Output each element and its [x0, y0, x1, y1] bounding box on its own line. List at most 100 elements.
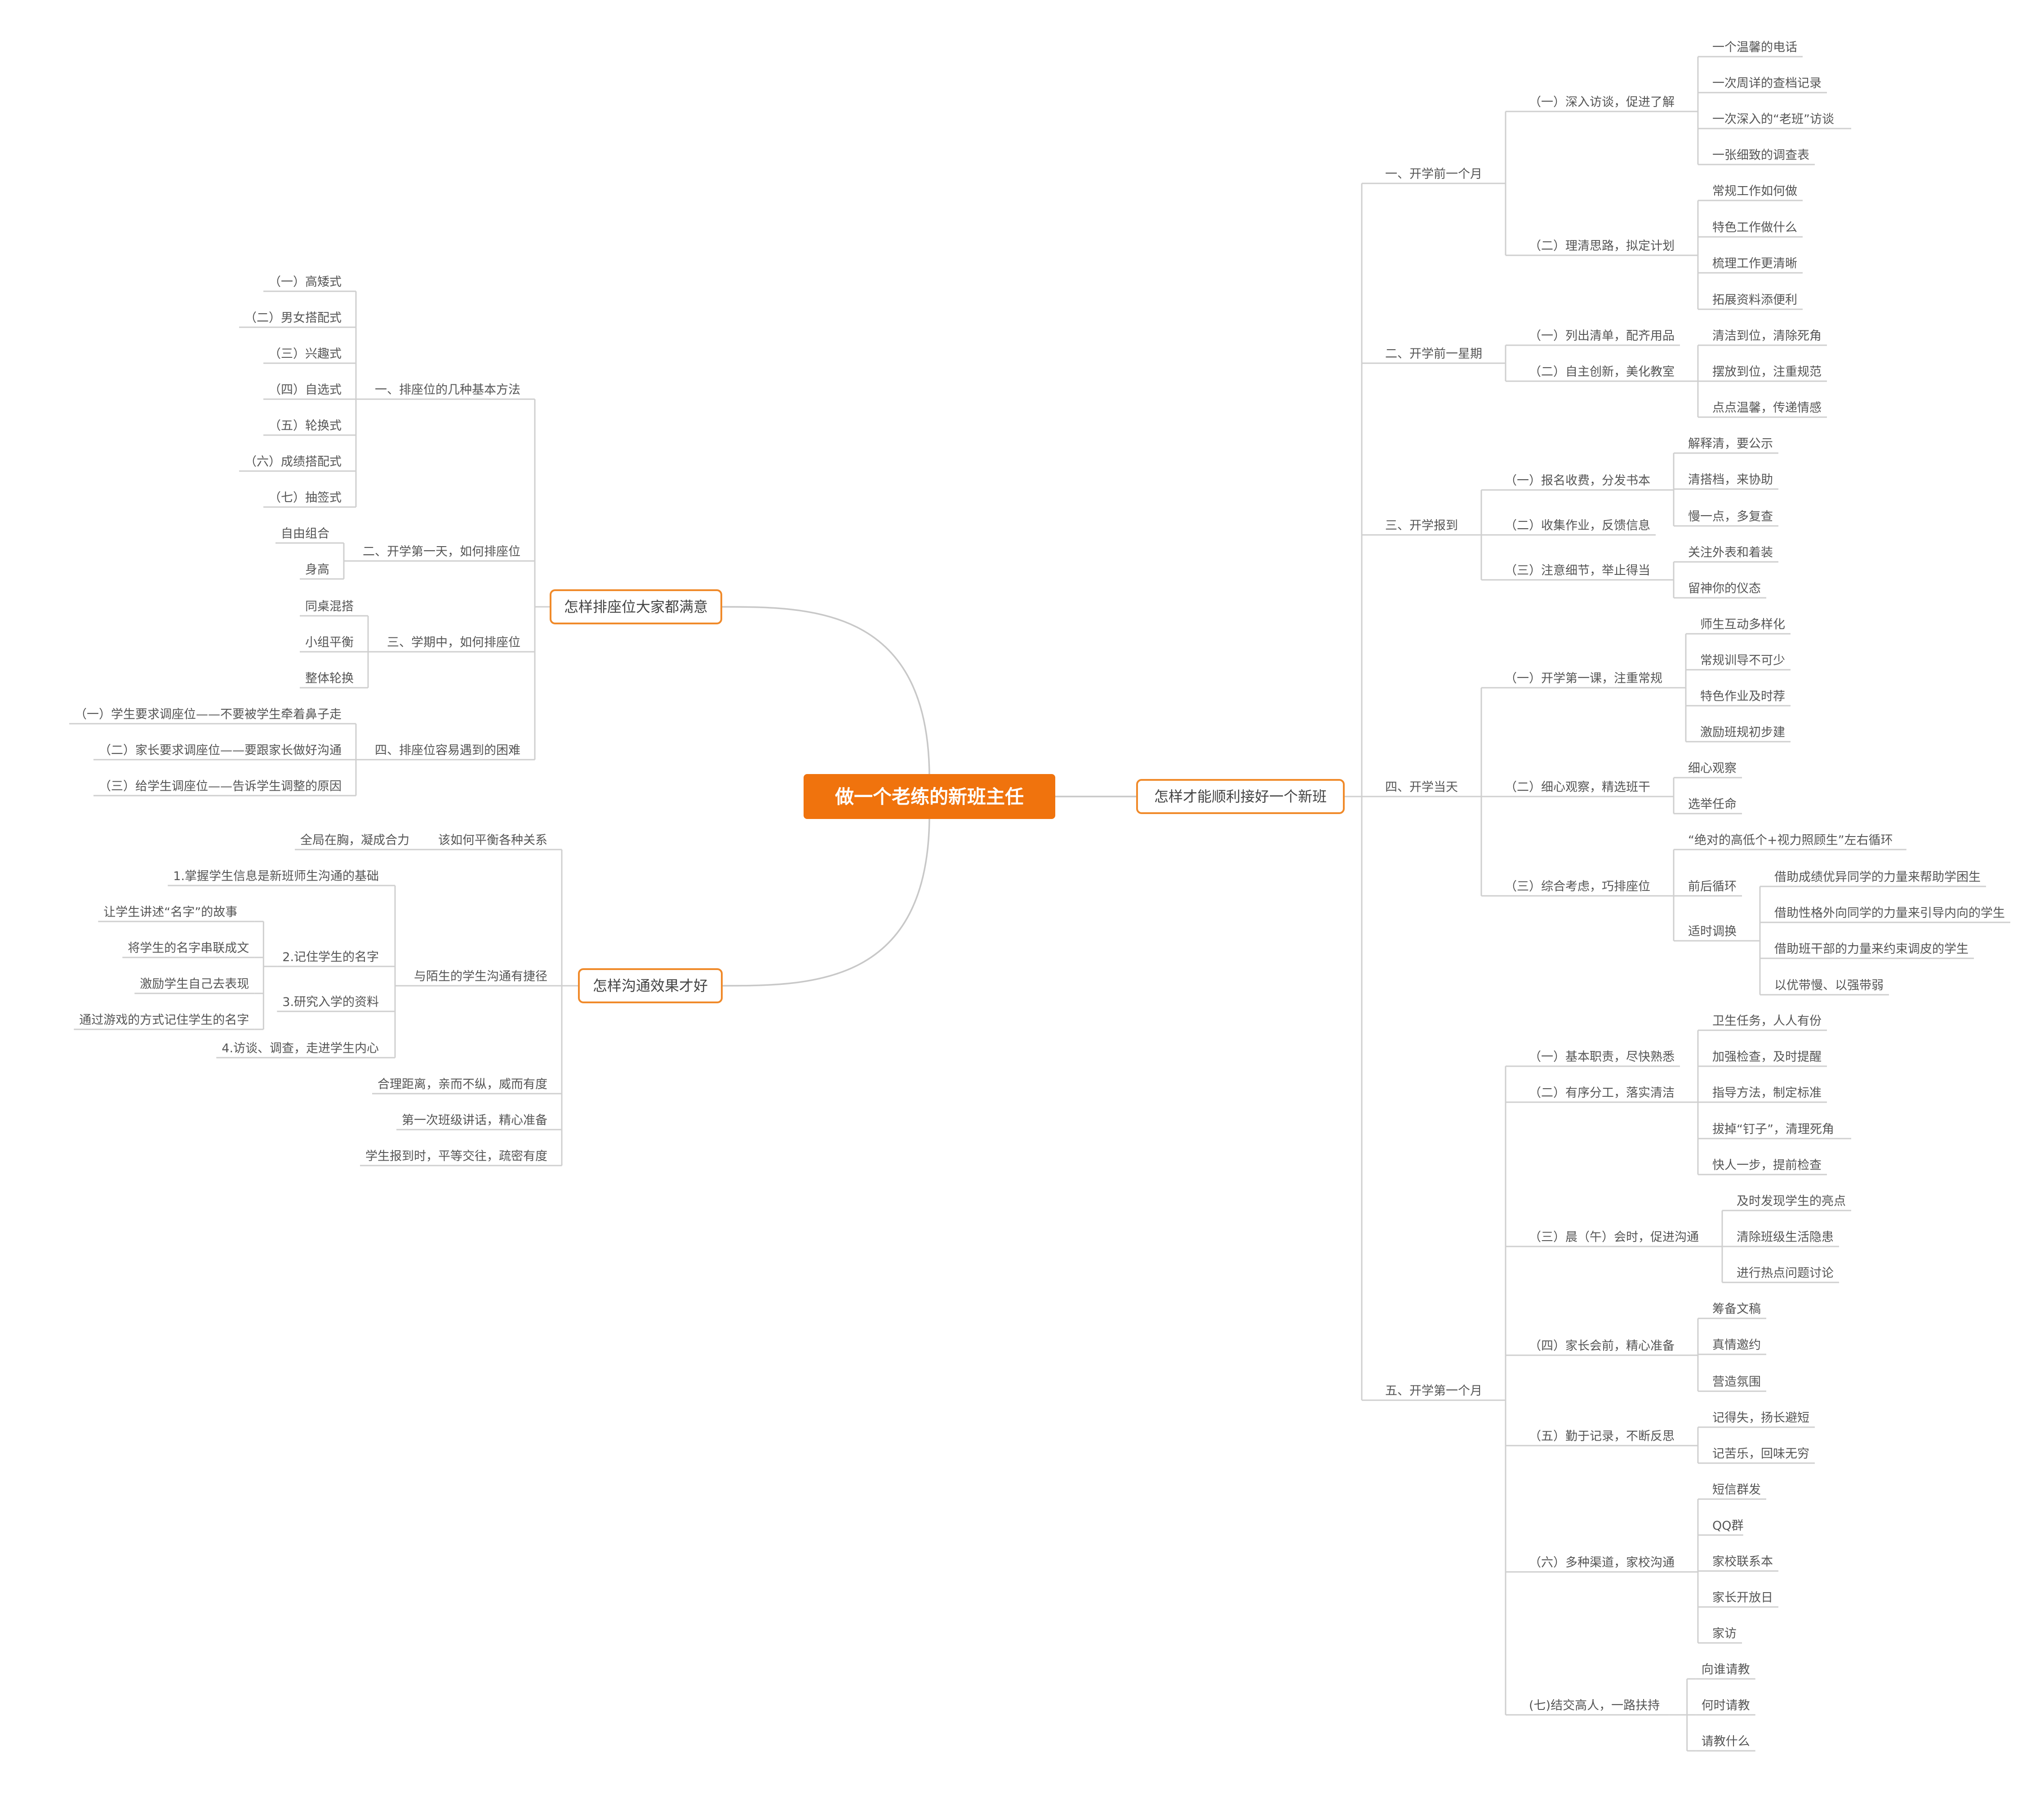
right-leaf-4-1-4: 激励班规初步建 [1700, 725, 1785, 739]
right-leaf-5-6-4: 家长开放日 [1712, 1591, 1773, 1605]
right-leaf-4-1-2: 常规训导不可少 [1700, 654, 1785, 668]
right-spine-3 [1668, 634, 1687, 742]
left1-leaf-1-2: （二）男女搭配式 [244, 311, 342, 325]
root-box[interactable] [804, 774, 1055, 819]
right-leaf-3-3-1: 关注外表和着装 [1688, 546, 1773, 560]
branch-seating[interactable]: 怎样排座位大家都满意 [550, 589, 722, 624]
right-section-4: 四、开学当天 [1385, 780, 1458, 794]
right-spine-3 [1680, 345, 1699, 417]
branch-new-class[interactable]: 怎样才能顺利接好一个新班 [1136, 779, 1345, 814]
left1-spine-2 [343, 543, 357, 579]
right-item-2-1: （一）列出清单，配齐用品 [1529, 329, 1675, 343]
right-leaf-5-2-5: 快人一步，提前检查 [1712, 1158, 1822, 1172]
right-leaf-1-1-4: 一张细致的调查表 [1712, 148, 1809, 162]
right-item-5-7: (七)结交高人，一路扶持 [1529, 1699, 1660, 1713]
left1-leaf-3-2: 小组平衡 [305, 636, 354, 650]
right-item-3-3: （三）注意细节，举止得当 [1505, 564, 1650, 578]
right-item-5-5: （五）勤于记录，不断反思 [1529, 1429, 1675, 1443]
left2-section-1: 该如何平衡各种关系 [438, 833, 547, 847]
right-leaf4-2: 借助性格外向同学的力量来引导内向的学生 [1774, 906, 2005, 920]
right-leaf-5-3-1: 及时发现学生的亮点 [1737, 1194, 1846, 1208]
right-spine-3 [1656, 562, 1675, 598]
branch-communication[interactable]: 怎样沟通效果才好 [578, 968, 723, 1003]
right-spine-3 [1669, 1679, 1688, 1751]
right-spine [1344, 183, 1363, 1400]
root-title: 做一个老练的新班主任 [835, 786, 1024, 808]
left1-leaf-3-3: 整体轮换 [305, 672, 354, 685]
right-leaf-5-3-2: 清除班级生活隐患 [1737, 1230, 1834, 1244]
right-spine-3 [1656, 850, 1675, 941]
left2-section-4: 第一次班级讲话，精心准备 [402, 1113, 547, 1127]
right-item-3-2: （二）收集作业，反馈信息 [1505, 519, 1650, 533]
right-item-4-3: （三）综合考虑，巧排座位 [1505, 880, 1650, 894]
left1-section-2: 二、开学第一天，如何排座位 [363, 545, 520, 559]
right-spine-3 [1680, 57, 1699, 165]
right-leaf-3-1-3: 慢一点，多复查 [1688, 510, 1773, 524]
right-item-3-1: （一）报名收费，分发书本 [1505, 474, 1650, 488]
left1-leaf-3-1: 同桌混搭 [305, 600, 354, 614]
left1-section-1: 一、排座位的几种基本方法 [375, 383, 520, 397]
right-item-4-2: （二）细心观察，精选班干 [1505, 780, 1650, 794]
right-leaf-4-3-1: “绝对的高低个+视力照顾生”左右循环 [1688, 833, 1893, 847]
branch-communication-box[interactable] [578, 968, 723, 1003]
right-leaf4-1: 借助成绩优异同学的力量来帮助学困生 [1774, 870, 1981, 884]
right-leaf-5-4-3: 营造氛围 [1712, 1375, 1761, 1389]
left2-spine [561, 850, 579, 1166]
left2-item-1: 1.掌握学生信息是新班师生沟通的基础 [173, 869, 379, 883]
left2-leaf-4: 通过游戏的方式记住学生的名字 [79, 1013, 249, 1027]
left2-section-3: 合理距离，亲而不纵，威而有度 [378, 1077, 547, 1091]
right-leaf-5-6-2: QQ群 [1712, 1519, 1744, 1533]
right-leaf-3-3-2: 留神你的仪态 [1688, 582, 1761, 596]
branch-communication-label: 怎样沟通效果才好 [593, 977, 708, 994]
right-leaf-5-7-3: 请教什么 [1702, 1735, 1750, 1749]
right-spine-3 [1680, 1030, 1699, 1175]
left2-item-2: 2.记住学生的名字 [282, 950, 379, 964]
right-leaf-1-2-3: 梳理工作更清晰 [1712, 257, 1797, 271]
right-leaf-4-3-2: 前后循环 [1688, 880, 1737, 894]
right-leaf4-4: 以优带慢、以强带弱 [1774, 979, 1884, 993]
left1-section-4: 四、排座位容易遇到的困难 [375, 743, 520, 757]
left1-section-3: 三、学期中，如何排座位 [387, 636, 520, 650]
right-leaf-4-2-2: 选举任命 [1688, 797, 1737, 811]
root-to-seating [721, 606, 930, 779]
root-node[interactable]: 做一个老练的新班主任 [804, 774, 1055, 819]
left1-leaf-2-2: 身高 [305, 563, 329, 577]
left2-leaf-1: 让学生讲述“名字”的故事 [103, 905, 237, 919]
right-leaf-1-2-1: 常规工作如何做 [1712, 184, 1797, 198]
right-section-3: 三、开学报到 [1385, 519, 1458, 533]
left1-leaf-4-1: （一）学生要求调座位——不要被学生牵着鼻子走 [75, 708, 342, 721]
right-leaf-5-5-1: 记得失，扬长避短 [1712, 1411, 1809, 1425]
branch-new-class-box[interactable] [1136, 779, 1345, 814]
right-leaf-1-2-2: 特色工作做什么 [1712, 221, 1797, 235]
right-leaf-2-2-3: 点点温馨，传递情感 [1712, 401, 1822, 415]
left2-item-4: 4.访谈、调查，走进学生内心 [222, 1041, 379, 1055]
right-leaf-5-6-1: 短信群发 [1712, 1483, 1761, 1497]
left1-leaf-4-3: （三）给学生调座位——告诉学生调整的原因 [99, 779, 342, 793]
left2-leaf-1: 全局在胸，凝成合力 [300, 833, 409, 847]
right-leaf-4-3-3: 适时调换 [1688, 925, 1737, 939]
right-leaf-5-6-5: 家访 [1712, 1627, 1737, 1641]
left1-leaf-1-4: （四）自选式 [269, 383, 342, 397]
left2-section-2: 与陌生的学生沟通有捷径 [414, 970, 547, 984]
left1-spine-2 [355, 291, 369, 507]
branch-new-class-label: 怎样才能顺利接好一个新班 [1154, 788, 1327, 805]
right-leaf-5-5-2: 记苦乐，回味无穷 [1712, 1447, 1809, 1461]
right-item-5-6: （六）多种渠道，家校沟通 [1529, 1556, 1675, 1570]
right-spine-2 [1488, 111, 1506, 255]
left2-item-3: 3.研究入学的资料 [282, 995, 379, 1009]
right-leaf-5-2-3: 指导方法，制定标准 [1712, 1086, 1822, 1100]
right-leaf-5-6-3: 家校联系本 [1712, 1555, 1773, 1569]
right-leaf-3-1-1: 解释清，要公示 [1688, 437, 1773, 451]
right-leaf-2-2-2: 摆放到位，注重规范 [1712, 365, 1822, 379]
right-leaf-5-2-2: 加强检查，及时提醒 [1712, 1050, 1822, 1064]
left2-leaf-2: 将学生的名字串联成文 [128, 941, 249, 955]
branch-seating-box[interactable] [550, 589, 722, 624]
right-leaf-1-1-1: 一个温馨的电话 [1712, 40, 1797, 54]
right-spine-4 [1742, 886, 1761, 995]
right-item-5-4: （四）家长会前，精心准备 [1529, 1339, 1675, 1353]
right-leaf-5-7-1: 向谁请教 [1702, 1663, 1750, 1677]
right-leaf-5-4-1: 筹备文稿 [1712, 1302, 1761, 1316]
right-leaf4-3: 借助班干部的力量来约束调皮的学生 [1774, 942, 1968, 956]
left1-leaf-1-5: （五）轮换式 [269, 419, 342, 433]
